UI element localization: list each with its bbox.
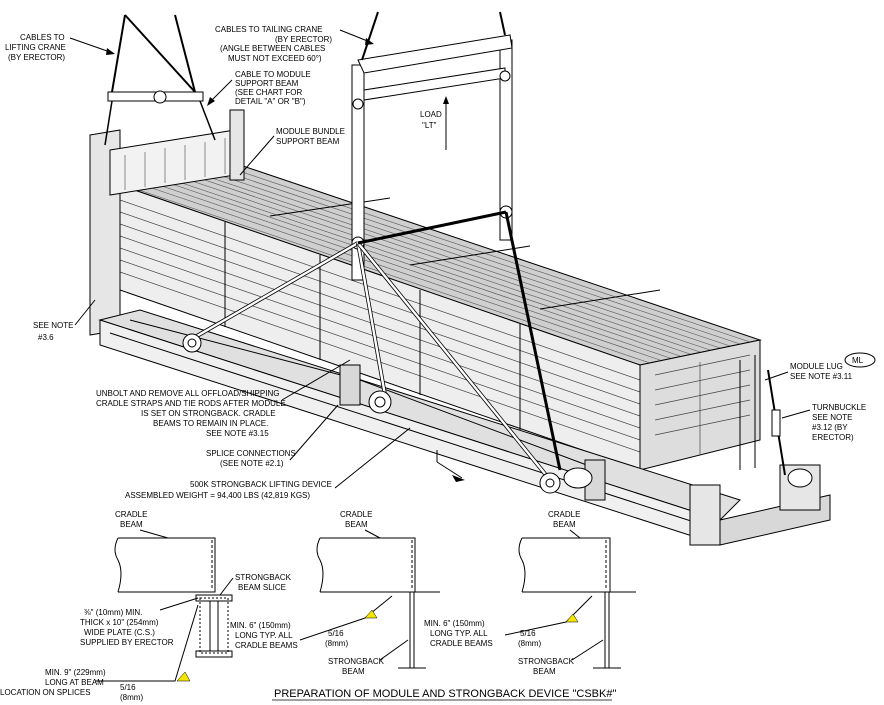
svg-text:SEE NOTE: SEE NOTE bbox=[33, 321, 73, 330]
svg-text:BEAM SLICE: BEAM SLICE bbox=[238, 583, 286, 592]
svg-text:THICK x 10" (254mm): THICK x 10" (254mm) bbox=[80, 618, 159, 627]
ml-tag: ML bbox=[852, 356, 864, 365]
svg-text:LONG TYP. ALL: LONG TYP. ALL bbox=[430, 629, 488, 638]
svg-text:CABLE TO MODULE: CABLE TO MODULE bbox=[235, 70, 311, 79]
svg-text:UNBOLT AND REMOVE ALL OFFLOAD/: UNBOLT AND REMOVE ALL OFFLOAD/SHIPPING bbox=[96, 389, 279, 398]
svg-text:CABLES TO: CABLES TO bbox=[20, 33, 65, 42]
svg-text:STRONGBACK: STRONGBACK bbox=[328, 657, 385, 666]
detail-cradle-right: CRADLE BEAM MIN. 6" (150mm) LONG TYP. AL… bbox=[424, 510, 636, 676]
callout-bundle-support: MODULE BUNDLE SUPPORT BEAM bbox=[239, 127, 345, 176]
svg-text:ERECTOR): ERECTOR) bbox=[812, 433, 854, 442]
svg-text:SEE NOTE #3.11: SEE NOTE #3.11 bbox=[790, 372, 853, 381]
svg-text:(BY ERECTOR): (BY ERECTOR) bbox=[8, 53, 65, 62]
svg-text:5/16: 5/16 bbox=[120, 683, 136, 692]
drawing-title: PREPARATION OF MODULE AND STRONGBACK DEV… bbox=[272, 688, 616, 701]
svg-text:BEAM: BEAM bbox=[120, 520, 143, 529]
lug-ring bbox=[182, 333, 202, 353]
svg-text:MIN. 9" (229mm): MIN. 9" (229mm) bbox=[45, 668, 106, 677]
svg-text:5/16: 5/16 bbox=[520, 629, 536, 638]
svg-text:MUST NOT EXCEED 60°): MUST NOT EXCEED 60°) bbox=[228, 54, 322, 63]
svg-text:IS SET ON STRONGBACK. CRADLE: IS SET ON STRONGBACK. CRADLE bbox=[141, 409, 276, 418]
svg-text:500K STRONGBACK LIFTING DEVICE: 500K STRONGBACK LIFTING DEVICE bbox=[190, 480, 332, 489]
svg-text:(ANGLE BETWEEN CABLES: (ANGLE BETWEEN CABLES bbox=[220, 44, 325, 53]
svg-text:LONG TYP. ALL: LONG TYP. ALL bbox=[235, 631, 293, 640]
svg-text:#3.12 (BY: #3.12 (BY bbox=[812, 423, 848, 432]
svg-text:CRADLE: CRADLE bbox=[340, 510, 372, 519]
svg-text:STRONGBACK: STRONGBACK bbox=[235, 573, 292, 582]
svg-text:SUPPORT BEAM: SUPPORT BEAM bbox=[276, 137, 340, 146]
svg-text:(BY ERECTOR): (BY ERECTOR) bbox=[275, 35, 332, 44]
detail-splice: CRADLE BEAM STRONGBACK BEAM SLICE ⅜" (10… bbox=[0, 510, 292, 702]
svg-text:LIFTING CRANE: LIFTING CRANE bbox=[5, 43, 66, 52]
svg-text:BEAM: BEAM bbox=[553, 520, 576, 529]
svg-text:(8mm): (8mm) bbox=[518, 639, 541, 648]
lifting-frame-post-left bbox=[351, 64, 365, 281]
callout-cable-module: CABLE TO MODULE SUPPORT BEAM (SEE CHART … bbox=[207, 70, 311, 106]
svg-text:MIN. 6" (150mm): MIN. 6" (150mm) bbox=[424, 619, 485, 628]
svg-text:SUPPLIED BY ERECTOR: SUPPLIED BY ERECTOR bbox=[80, 638, 174, 647]
callout-unbolt: UNBOLT AND REMOVE ALL OFFLOAD/SHIPPING C… bbox=[96, 359, 351, 438]
callout-module-lug: MODULE LUG SEE NOTE #3.11 ML bbox=[764, 352, 876, 381]
svg-text:SEE NOTE: SEE NOTE bbox=[812, 413, 852, 422]
detail-cradle-middle: CRADLE BEAM MIN. 6" (150mm) LONG TYP. AL… bbox=[230, 510, 440, 676]
lug-ring bbox=[539, 472, 561, 494]
svg-text:(8mm): (8mm) bbox=[120, 693, 143, 702]
svg-text:BEAM: BEAM bbox=[345, 520, 368, 529]
svg-text:⅜" (10mm) MIN.: ⅜" (10mm) MIN. bbox=[84, 608, 142, 617]
svg-text:MODULE BUNDLE: MODULE BUNDLE bbox=[276, 127, 345, 136]
svg-text:CRADLE BEAMS: CRADLE BEAMS bbox=[430, 639, 493, 648]
svg-text:(8mm): (8mm) bbox=[325, 639, 348, 648]
svg-text:CRADLE: CRADLE bbox=[548, 510, 580, 519]
svg-text:CRADLE BEAMS: CRADLE BEAMS bbox=[235, 641, 298, 650]
svg-text:#3.6: #3.6 bbox=[38, 333, 54, 342]
callout-cables-tailing: CABLES TO TAILING CRANE (BY ERECTOR) (AN… bbox=[215, 25, 374, 63]
svg-text:5/16: 5/16 bbox=[328, 629, 344, 638]
svg-text:DETAIL "A" OR "B"): DETAIL "A" OR "B") bbox=[235, 97, 306, 106]
svg-text:LONG AT BEAM: LONG AT BEAM bbox=[45, 678, 104, 687]
callout-device: 500K STRONGBACK LIFTING DEVICE ASSEMBLED… bbox=[125, 427, 411, 500]
svg-text:BEAM: BEAM bbox=[533, 667, 556, 676]
svg-text:LOCATION ON SPLICES: LOCATION ON SPLICES bbox=[0, 688, 91, 697]
svg-text:(SEE NOTE #2.1): (SEE NOTE #2.1) bbox=[220, 459, 284, 468]
svg-text:SEE NOTE #3.15: SEE NOTE #3.15 bbox=[206, 429, 269, 438]
svg-text:(SEE CHART FOR: (SEE CHART FOR bbox=[235, 88, 302, 97]
callout-turnbuckle: TURNBUCKLE SEE NOTE #3.12 (BY ERECTOR) bbox=[781, 403, 866, 442]
module-bundle-hatch bbox=[129, 167, 751, 364]
svg-text:BEAM: BEAM bbox=[342, 667, 365, 676]
direction-arrow bbox=[436, 450, 465, 482]
svg-text:MIN. 6" (150mm): MIN. 6" (150mm) bbox=[230, 621, 291, 630]
svg-text:ASSEMBLED WEIGHT = 94,400 LBS: ASSEMBLED WEIGHT = 94,400 LBS (42,819 KG… bbox=[125, 491, 310, 500]
load-label: LOAD bbox=[420, 110, 442, 119]
svg-text:BEAMS TO REMAIN IN PLACE.: BEAMS TO REMAIN IN PLACE. bbox=[153, 419, 268, 428]
lifting-frame-top-beam bbox=[357, 34, 513, 74]
svg-text:CABLES TO TAILING CRANE: CABLES TO TAILING CRANE bbox=[215, 25, 322, 34]
load-arrow: LOAD "LT" bbox=[420, 96, 449, 150]
strongback-assembly bbox=[89, 11, 831, 546]
svg-text:SUPPORT BEAM: SUPPORT BEAM bbox=[235, 79, 299, 88]
callout-splice: SPLICE CONNECTIONS (SEE NOTE #2.1) bbox=[206, 404, 339, 468]
svg-text:CRADLE STRAPS AND TIE RODS AFT: CRADLE STRAPS AND TIE RODS AFTER MODULE bbox=[96, 399, 286, 408]
svg-text:CRADLE: CRADLE bbox=[115, 510, 147, 519]
title-text: PREPARATION OF MODULE AND STRONGBACK DEV… bbox=[274, 688, 616, 700]
svg-text:SPLICE CONNECTIONS: SPLICE CONNECTIONS bbox=[206, 449, 296, 458]
lug-ring bbox=[368, 390, 392, 414]
svg-text:"LT": "LT" bbox=[422, 121, 437, 130]
callout-cables-lifting: CABLES TO LIFTING CRANE (BY ERECTOR) bbox=[5, 33, 115, 62]
svg-text:TURNBUCKLE: TURNBUCKLE bbox=[812, 403, 866, 412]
callout-see-note-36: SEE NOTE #3.6 bbox=[33, 299, 96, 342]
svg-text:MODULE LUG: MODULE LUG bbox=[790, 362, 843, 371]
svg-text:WIDE PLATE (C.S.): WIDE PLATE (C.S.) bbox=[84, 628, 155, 637]
svg-text:STRONGBACK: STRONGBACK bbox=[518, 657, 575, 666]
